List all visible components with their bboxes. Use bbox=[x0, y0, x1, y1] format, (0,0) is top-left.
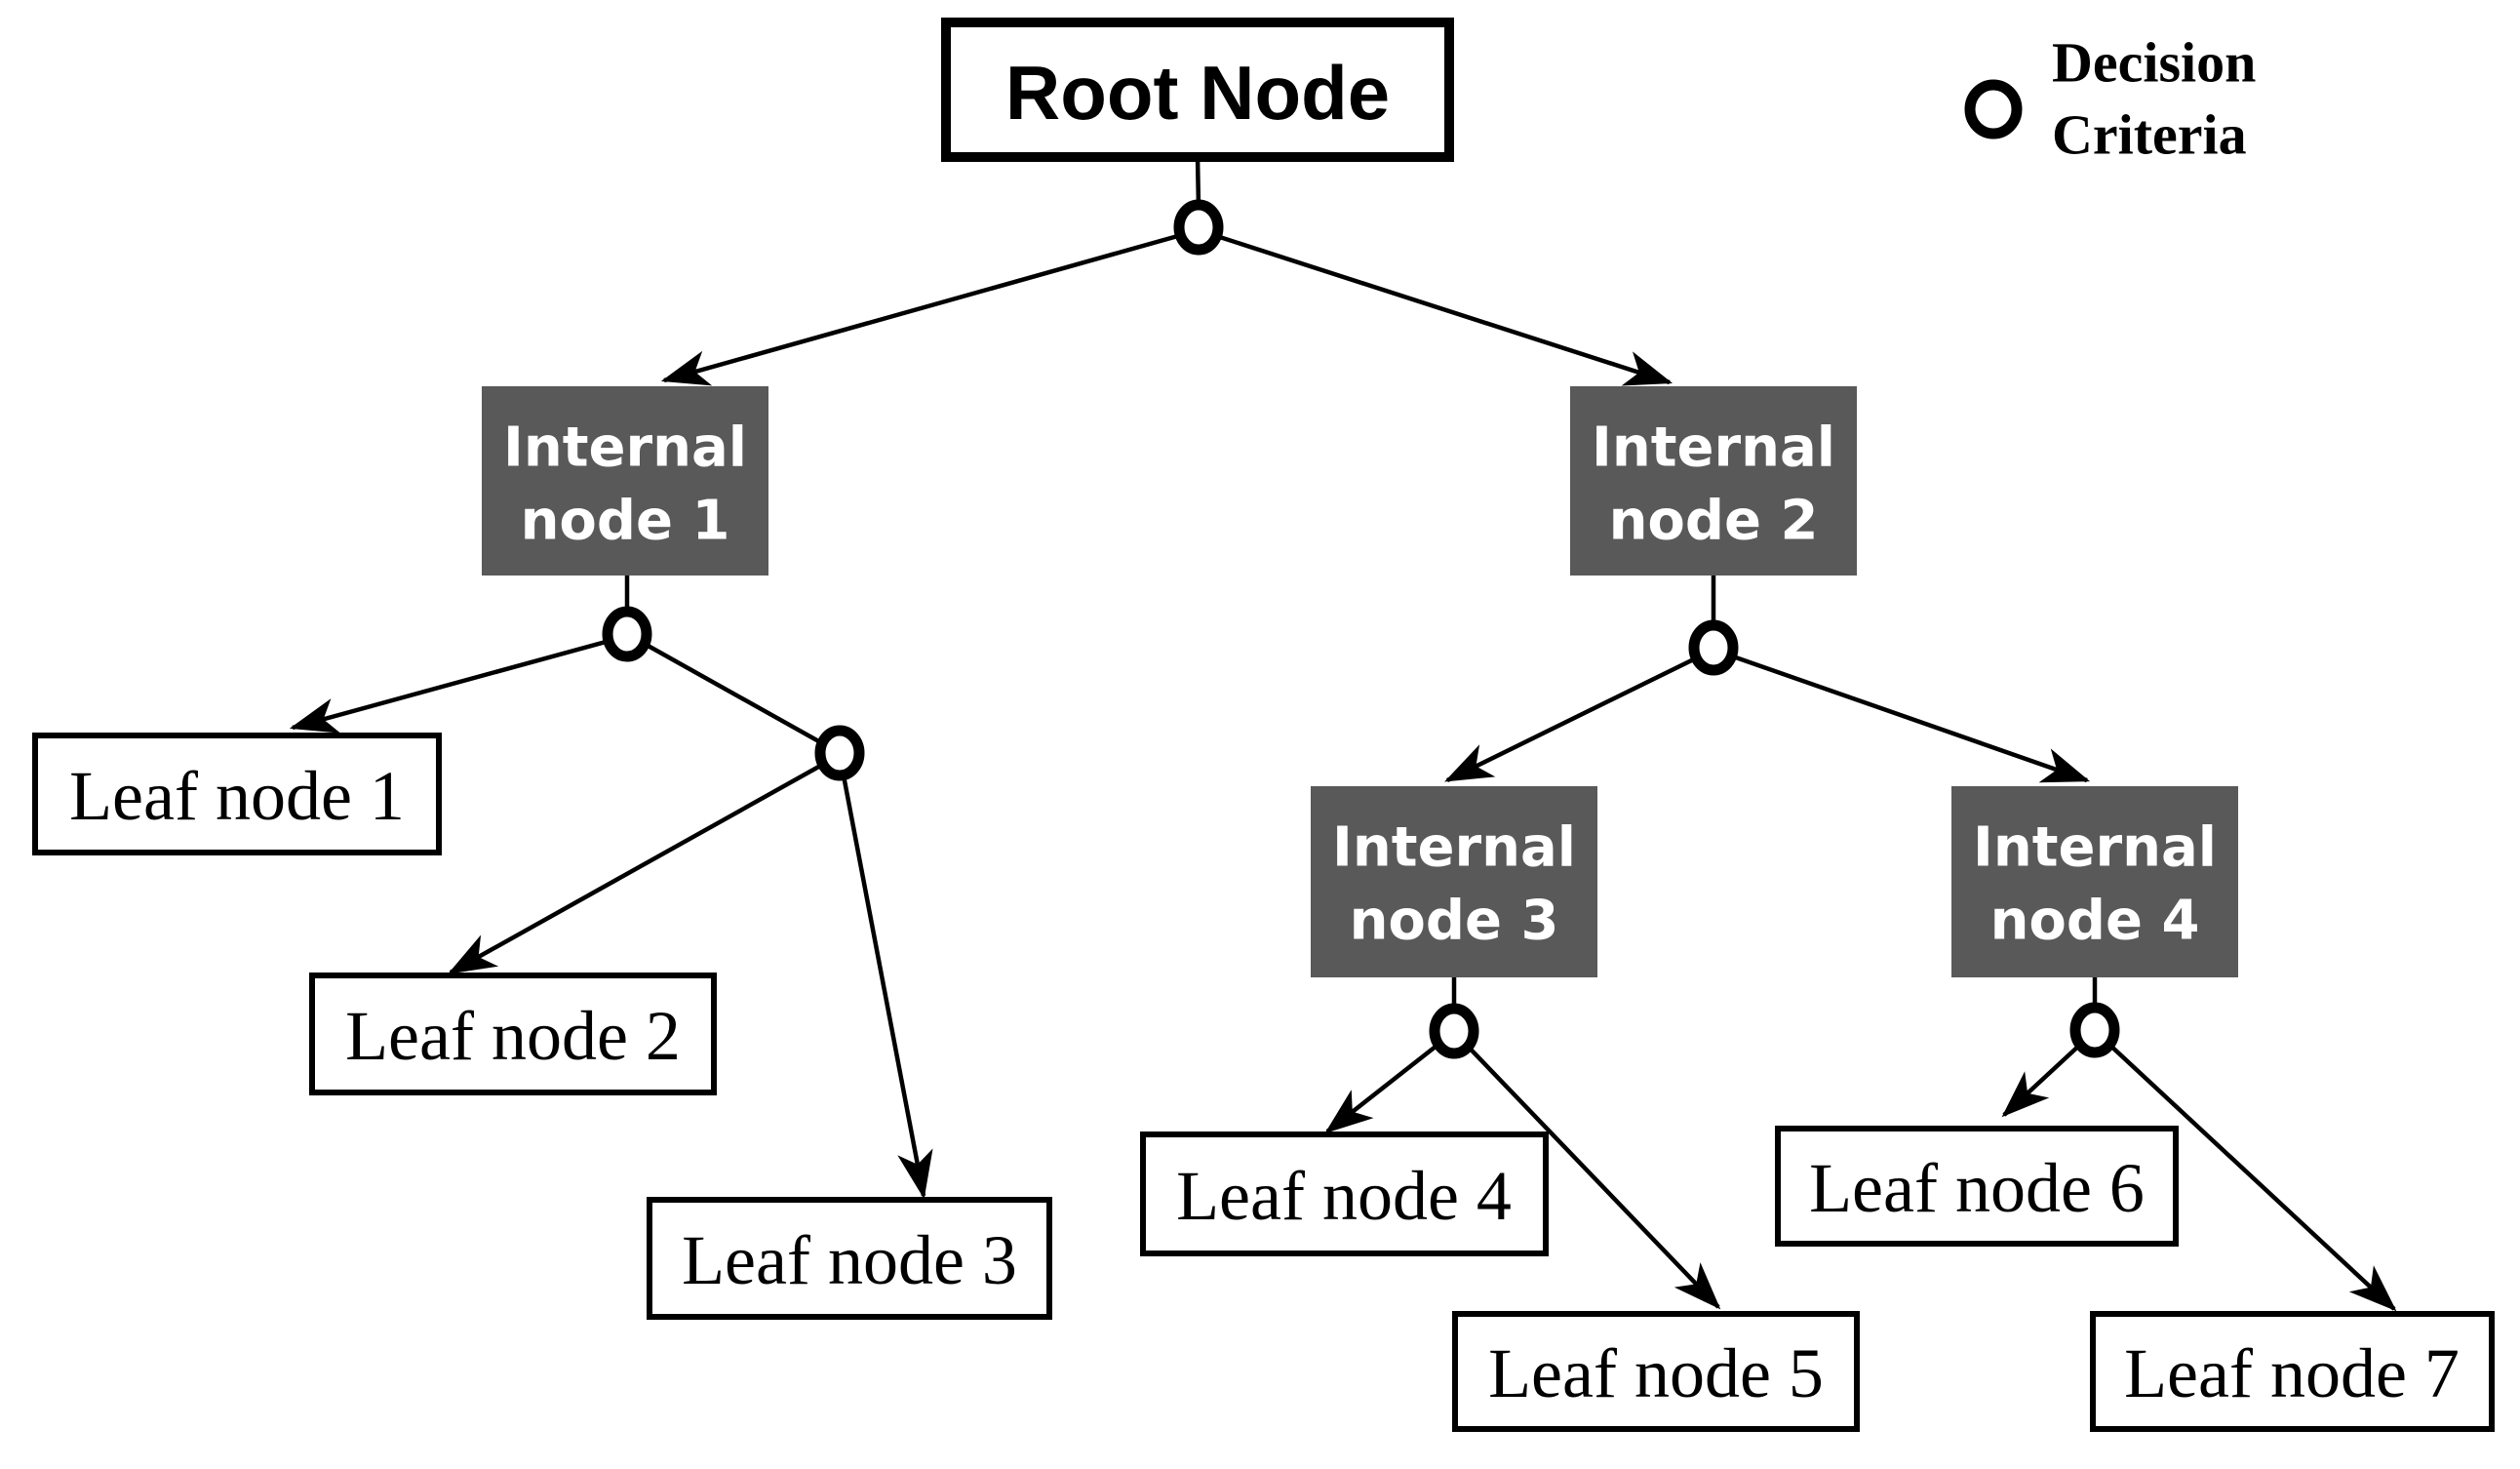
internal-node-1-box bbox=[482, 386, 768, 576]
arrow-root-to-internal2 bbox=[1198, 227, 1673, 386]
decision-criteria-circle-internal2 bbox=[1688, 619, 1739, 676]
internal-node-4-label-line1: Internal bbox=[1973, 816, 2217, 880]
arrow-criteria2-to-leaf3 bbox=[837, 754, 933, 1200]
leaf-node-5-box bbox=[1452, 1311, 1860, 1432]
leaf-node-6-box bbox=[1775, 1126, 2179, 1247]
root-node-box bbox=[941, 18, 1454, 162]
internal-node-2-label-line1: Internal bbox=[1592, 417, 1835, 480]
decision-criteria-circle-internal1 bbox=[602, 606, 652, 662]
leaf-node-1-label: Leaf node 1 bbox=[69, 757, 405, 835]
decision-criteria-circle-root bbox=[1173, 199, 1224, 256]
arrow-internal4-to-leaf7 bbox=[2093, 1029, 2397, 1312]
leaf-node-7-box bbox=[2090, 1311, 2495, 1432]
leaf-node-5-label: Leaf node 5 bbox=[1488, 1334, 1824, 1412]
arrow-root-to-internal1 bbox=[660, 227, 1200, 386]
leaf-node-2-label: Leaf node 2 bbox=[345, 997, 681, 1075]
leaf-node-4-box bbox=[1140, 1132, 1549, 1256]
leaf-node-3-label: Leaf node 3 bbox=[682, 1221, 1017, 1299]
legend-decision-criteria-icon bbox=[1964, 79, 2023, 139]
internal-node-1-label-line2: node 1 bbox=[521, 490, 730, 553]
arrow-internal3-to-leaf5 bbox=[1452, 1030, 1721, 1310]
decision-criteria-circle-left-sub bbox=[814, 725, 865, 781]
leaf-node-2-box bbox=[309, 973, 717, 1095]
arrow-internal2-to-internal4 bbox=[1713, 647, 2091, 783]
internal-node-4-label-line2: node 4 bbox=[1990, 890, 2200, 953]
arrow-internal2-to-internal3 bbox=[1444, 647, 1714, 783]
arrow-internal3-to-leaf4 bbox=[1324, 1030, 1456, 1134]
leaf-node-7-label: Leaf node 7 bbox=[2124, 1334, 2460, 1412]
decision-criteria-circle-internal3 bbox=[1429, 1003, 1479, 1059]
leaf-node-1-box bbox=[32, 733, 442, 855]
arrow-criteria2-to-leaf2 bbox=[448, 753, 842, 974]
internal-node-3-label-line2: node 3 bbox=[1350, 890, 1559, 953]
leaf-node-3-box bbox=[647, 1197, 1052, 1320]
leaf-node-4-label: Leaf node 4 bbox=[1176, 1157, 1512, 1235]
legend-label-line2: Criteria bbox=[2052, 103, 2247, 167]
internal-node-1-label-line1: Internal bbox=[503, 417, 747, 480]
internal-node-2-box bbox=[1570, 386, 1857, 576]
arrow-internal1-to-leaf1 bbox=[289, 633, 628, 734]
internal-node-2-label-line2: node 2 bbox=[1609, 490, 1819, 553]
internal-node-3-label-line1: Internal bbox=[1332, 816, 1576, 880]
edge-criteria1-to-criteria2 bbox=[625, 632, 842, 755]
legend-label-line1: Decision bbox=[2052, 31, 2256, 95]
internal-node-3-box bbox=[1311, 786, 1597, 977]
root-node-label: Root Node bbox=[1005, 50, 1390, 136]
leaf-node-6-label: Leaf node 6 bbox=[1809, 1149, 2145, 1227]
internal-node-4-box bbox=[1951, 786, 2238, 977]
edge-root-to-criteria bbox=[1195, 156, 1201, 209]
legend: Decision Criteria bbox=[1964, 31, 2256, 167]
decision-criteria-circle-internal4 bbox=[2069, 1002, 2120, 1058]
